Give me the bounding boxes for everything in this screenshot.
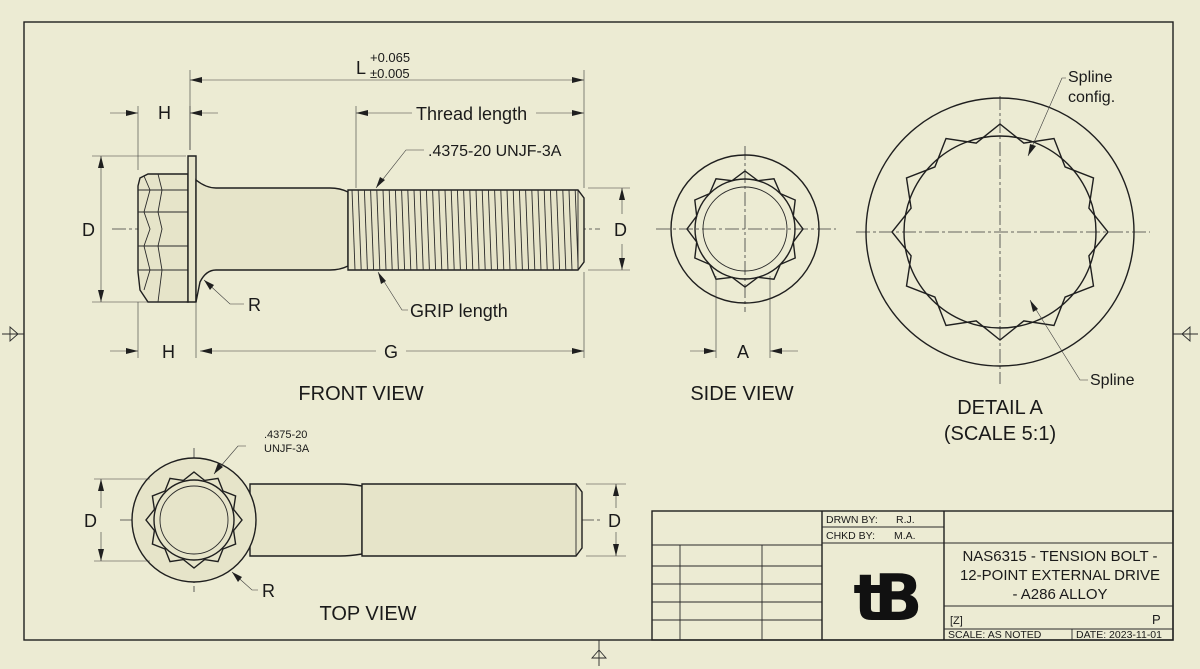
thread-line <box>568 189 573 271</box>
drawing-title-line2: 12-POINT EXTERNAL DRIVE <box>960 567 1160 584</box>
thread-line <box>506 189 511 271</box>
thread-line <box>351 189 356 271</box>
checked-by-label: CHKD BY: <box>826 530 875 542</box>
thread-line <box>450 189 455 271</box>
title-block: DRWN BY: R.J. CHKD BY: M.A. NAS6315 - TE… <box>651 510 1174 641</box>
thread-line <box>481 189 486 271</box>
spline-label: Spline <box>1090 372 1135 389</box>
length-tol-minus: ±0.005 <box>370 66 410 81</box>
thread-line <box>525 189 530 271</box>
spline-config-line2: config. <box>1068 89 1115 106</box>
thread-line <box>438 189 443 271</box>
top-thread-spec-line1: .4375-20 <box>264 429 307 441</box>
thread-line <box>512 189 517 271</box>
length-label: L <box>356 58 366 78</box>
thread-line <box>518 189 523 271</box>
thread-line <box>556 189 561 271</box>
drawn-by-label: DRWN BY: <box>826 514 878 526</box>
side-across-label: A <box>737 342 749 362</box>
thread-line <box>444 189 449 271</box>
diameter-front-left: D <box>82 220 95 240</box>
thread-line <box>463 189 468 271</box>
front-view: L +0.065 ±0.005 H Thread length .4375-20… <box>82 50 630 405</box>
side-view-label: SIDE VIEW <box>690 383 793 405</box>
thread-line <box>401 189 406 271</box>
thread-line <box>500 189 505 271</box>
top-diameter-right: D <box>608 511 621 531</box>
head-height-top: H <box>158 103 171 123</box>
thread-line <box>413 189 418 271</box>
grip-length-label: GRIP length <box>410 301 508 321</box>
radius-front: R <box>248 295 261 315</box>
thread-length-label: Thread length <box>416 104 527 124</box>
thread-line <box>407 189 412 271</box>
thread-line <box>543 189 548 271</box>
scale-label: SCALE: AS NOTED <box>948 629 1042 641</box>
top-thread-spec-line2: UNJF-3A <box>264 443 310 455</box>
top-diameter-left: D <box>84 511 97 531</box>
thread-line <box>537 189 542 271</box>
thread-line <box>419 189 424 271</box>
thread-line <box>425 189 430 271</box>
drawn-by: R.J. <box>896 514 915 526</box>
thread-line <box>382 189 387 271</box>
diameter-front-right: D <box>614 220 627 240</box>
thread-line <box>549 189 554 271</box>
length-tol-plus: +0.065 <box>370 50 410 65</box>
checked-by: M.A. <box>894 530 916 542</box>
thread-line <box>531 189 536 271</box>
top-view: .4375-20 UNJF-3A D D R TOP VIEW <box>84 429 626 625</box>
thread-line <box>469 189 474 271</box>
centering-marks <box>2 326 1198 666</box>
drawing-title-line1: NAS6315 - TENSION BOLT - <box>962 548 1157 565</box>
sheet-border <box>23 21 1174 641</box>
front-view-label: FRONT VIEW <box>298 383 423 405</box>
thread-line <box>456 189 461 271</box>
head-height-bottom: H <box>162 342 175 362</box>
radius-top: R <box>262 581 275 601</box>
sheet-code: [Z] <box>950 615 963 627</box>
thread-line <box>432 189 437 271</box>
thread-spec-label: .4375-20 UNJF-3A <box>428 143 562 160</box>
thread-line <box>370 189 375 271</box>
grip-label: G <box>384 342 398 362</box>
detail-a-label: DETAIL A <box>957 397 1043 419</box>
thread-line <box>562 189 567 271</box>
thread-line <box>394 189 399 271</box>
thread-line <box>363 189 368 271</box>
side-view: A SIDE VIEW <box>656 146 836 405</box>
thread-line <box>357 189 362 271</box>
spline-config-line1: Spline <box>1068 69 1113 86</box>
drawing-title-line3: - A286 ALLOY <box>1012 586 1107 603</box>
thread-line <box>487 189 492 271</box>
thread-line <box>494 189 499 271</box>
company-logo: tB <box>853 562 929 636</box>
date-label: DATE: 2023-11-01 <box>1076 629 1162 641</box>
detail-a-scale: (SCALE 5:1) <box>944 423 1056 445</box>
thread-line <box>388 189 393 271</box>
thread-line <box>376 189 381 271</box>
detail-a-view: Spline config. Spline DETAIL A (SCALE 5:… <box>856 69 1150 445</box>
logo-text: tB <box>853 562 919 636</box>
top-view-label: TOP VIEW <box>319 603 416 625</box>
revision-letter: P <box>1152 612 1161 627</box>
thread-line <box>475 189 480 271</box>
